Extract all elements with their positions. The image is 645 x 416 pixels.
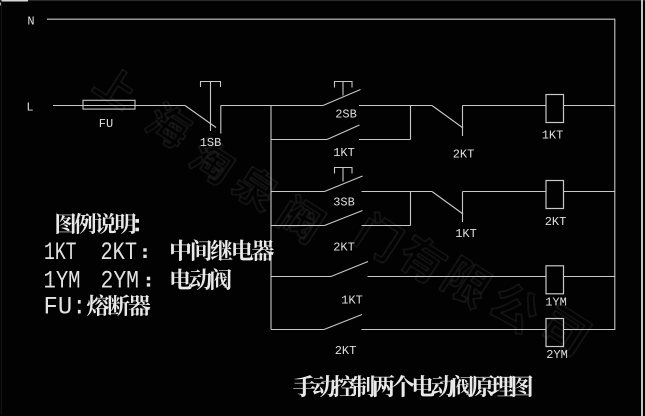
svg-text:1KT: 1KT — [333, 146, 355, 160]
svg-text:FU:: FU: — [44, 293, 87, 322]
svg-text:L: L — [26, 101, 33, 115]
svg-text:3SB: 3SB — [333, 196, 355, 210]
svg-text:2YM: 2YM — [101, 267, 140, 296]
svg-text:FU: FU — [99, 117, 113, 131]
svg-text:1YM: 1YM — [44, 267, 81, 296]
svg-text:2YM: 2YM — [546, 348, 568, 362]
svg-text:2SB: 2SB — [335, 107, 357, 121]
svg-text:N: N — [27, 14, 34, 28]
svg-text:1KT: 1KT — [341, 294, 363, 308]
svg-text:2KT: 2KT — [545, 215, 567, 229]
svg-text:2KT: 2KT — [333, 241, 355, 255]
svg-text:1YM: 1YM — [545, 296, 567, 310]
svg-text:2KT: 2KT — [335, 344, 357, 358]
svg-text:2KT: 2KT — [453, 148, 475, 162]
svg-text:1KT: 1KT — [542, 129, 564, 143]
svg-text:1KT: 1KT — [44, 238, 77, 267]
svg-text:2KT: 2KT — [101, 238, 138, 267]
svg-text:1KT: 1KT — [455, 227, 477, 241]
svg-text:1SB: 1SB — [200, 136, 222, 150]
